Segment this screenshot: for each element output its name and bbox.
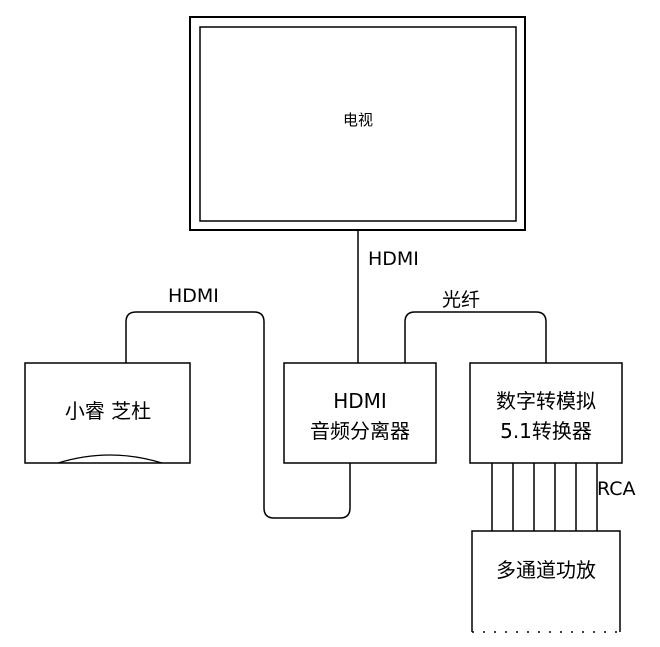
hdmi-splitter-box xyxy=(283,362,437,464)
tv-label: 电视 xyxy=(343,111,373,129)
dac-converter-line2: 5.1转换器 xyxy=(500,419,592,443)
hdmi-splitter-line2: 音频分离器 xyxy=(310,419,410,443)
rca-cables xyxy=(491,463,598,531)
optical-fiber-label: 光纤 xyxy=(442,289,480,311)
rca-label: RCA xyxy=(597,478,636,500)
tv-hdmi-label: HDMI xyxy=(368,248,419,270)
xiaorui-player-label: 小睿 芝杜 xyxy=(65,399,151,423)
amplifier-label: 多通道功放 xyxy=(496,558,596,582)
xiaorui-player-front-curve xyxy=(57,454,163,464)
player-hdmi-line xyxy=(125,311,351,519)
tv-screen xyxy=(199,26,517,222)
dac-converter-box xyxy=(469,362,623,464)
amplifier-box xyxy=(471,530,621,632)
optical-fiber-line xyxy=(404,311,547,363)
player-hdmi-label: HDMI xyxy=(168,285,219,307)
xiaorui-player-box xyxy=(24,362,191,464)
hdmi-splitter-line1: HDMI xyxy=(333,389,387,413)
dac-converter-line1: 数字转模拟 xyxy=(496,389,596,413)
